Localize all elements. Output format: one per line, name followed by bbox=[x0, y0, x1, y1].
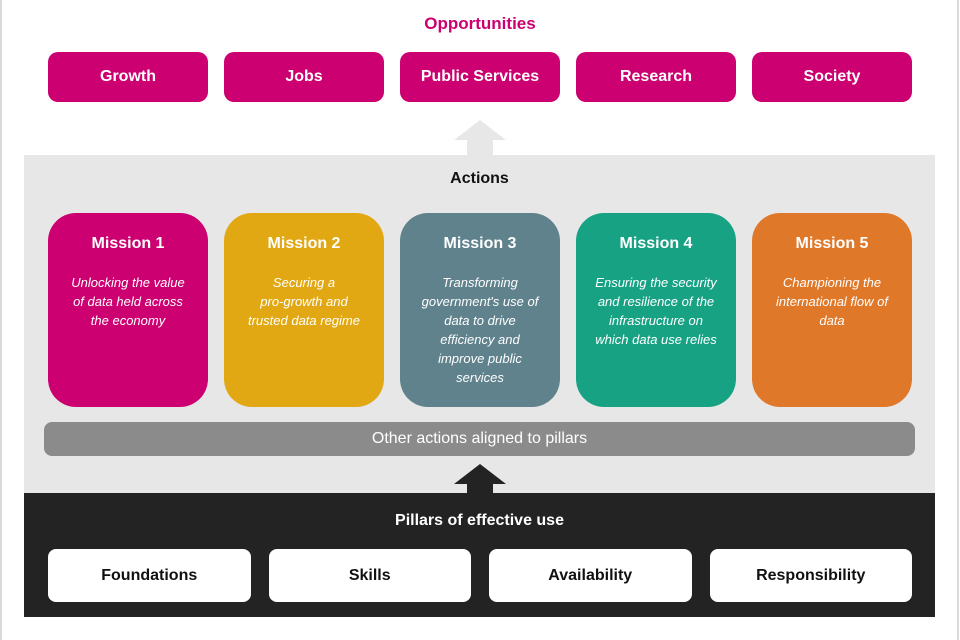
mission-1-card: Mission 1 Unlocking the value of data he… bbox=[48, 213, 208, 407]
pillar-responsibility: Responsibility bbox=[709, 549, 912, 602]
mission-2-title: Mission 2 bbox=[267, 235, 341, 252]
arrow-head bbox=[454, 464, 506, 484]
actions-title: Actions bbox=[450, 170, 509, 187]
opportunity-society: Society bbox=[752, 52, 912, 102]
up-arrow-to-actions-icon bbox=[454, 464, 506, 494]
pillar-foundations: Foundations bbox=[48, 549, 251, 602]
opportunity-growth: Growth bbox=[48, 52, 208, 102]
opportunity-research: Research bbox=[576, 52, 736, 102]
mission-4-card: Mission 4 Ensuring the security and resi… bbox=[576, 213, 736, 407]
opportunity-jobs: Jobs bbox=[224, 52, 384, 102]
left-edge-line bbox=[0, 0, 2, 640]
mission-2-description: Securing a pro-growth and trusted data r… bbox=[247, 275, 360, 328]
arrow-head bbox=[454, 120, 506, 140]
mission-4-description: Ensuring the security and resilience of … bbox=[595, 275, 717, 347]
mission-3-card: Mission 3 Transforming government's use … bbox=[400, 213, 560, 407]
mission-5-description: Championing the international flow of da… bbox=[775, 275, 888, 328]
mission-1-title: Mission 1 bbox=[91, 235, 165, 252]
right-edge-line bbox=[957, 0, 959, 640]
arrow-stem bbox=[467, 484, 493, 494]
mission-3-title: Mission 3 bbox=[443, 235, 517, 252]
pillar-skills: Skills bbox=[268, 549, 471, 602]
opportunity-public-services: Public Services bbox=[400, 52, 560, 102]
other-actions-bar: Other actions aligned to pillars bbox=[44, 422, 915, 456]
pillars-row: Foundations Skills Availability Responsi… bbox=[48, 549, 912, 602]
missions-row: Mission 1 Unlocking the value of data he… bbox=[48, 213, 912, 407]
pillars-panel: Pillars of effective use Foundations Ski… bbox=[24, 493, 935, 617]
mission-4-title: Mission 4 bbox=[619, 235, 693, 252]
pillars-title: Pillars of effective use bbox=[395, 512, 564, 529]
mission-1-description: Unlocking the value of data held across … bbox=[71, 275, 185, 328]
opportunities-row: Growth Jobs Public Services Research Soc… bbox=[48, 52, 912, 102]
arrow-stem bbox=[467, 140, 493, 156]
mission-3-description: Transforming government's use of data to… bbox=[421, 275, 539, 385]
actions-panel: Actions Mission 1 Unlocking the value of… bbox=[24, 155, 935, 493]
pillar-availability: Availability bbox=[489, 549, 692, 602]
opportunities-title: Opportunities bbox=[424, 14, 536, 33]
mission-5-card: Mission 5 Championing the international … bbox=[752, 213, 912, 407]
mission-2-card: Mission 2 Securing a pro-growth and trus… bbox=[224, 213, 384, 407]
up-arrow-to-opportunities-icon bbox=[454, 120, 506, 156]
mission-5-title: Mission 5 bbox=[795, 235, 869, 252]
